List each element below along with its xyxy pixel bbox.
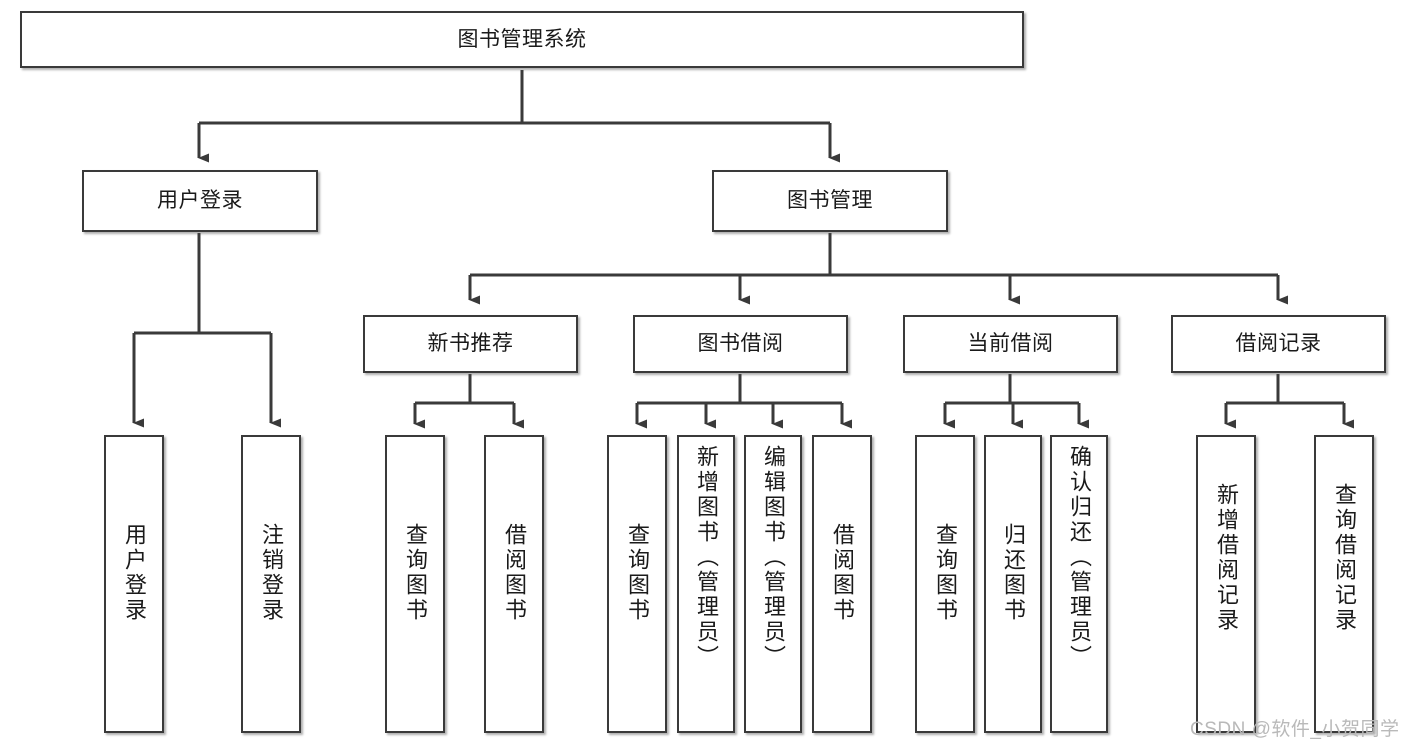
node-current-borrow[interactable]: 当前借阅 (903, 315, 1118, 373)
node-label: 当前借阅 (967, 332, 1054, 356)
node-new-book-recommend[interactable]: 新书推荐 (363, 315, 578, 373)
node-leaf-confirm-return[interactable]: 确认归还（管理员） (1050, 435, 1108, 733)
node-leaf-query-book-2[interactable]: 查询图书 (607, 435, 667, 733)
node-label: 新增借阅记录 (1214, 483, 1239, 633)
node-label: 编辑图书（管理员） (761, 445, 786, 670)
node-leaf-user-login[interactable]: 用户登录 (104, 435, 164, 733)
node-label: 用户登录 (122, 523, 147, 623)
node-label: 图书借阅 (697, 332, 784, 356)
node-leaf-logout-login[interactable]: 注销登录 (241, 435, 301, 733)
node-label: 查询图书 (933, 523, 958, 623)
node-leaf-add-record[interactable]: 新增借阅记录 (1196, 435, 1256, 733)
node-leaf-query-book-3[interactable]: 查询图书 (915, 435, 975, 733)
node-label: 注销登录 (259, 523, 284, 623)
node-label: 借阅记录 (1235, 332, 1322, 356)
node-label: 查询借阅记录 (1332, 483, 1357, 633)
node-book-management-system[interactable]: 图书管理系统 (20, 11, 1024, 68)
node-leaf-return-book[interactable]: 归还图书 (984, 435, 1042, 733)
node-label: 用户登录 (157, 189, 243, 213)
node-user-login[interactable]: 用户登录 (82, 170, 318, 232)
node-borrow-record[interactable]: 借阅记录 (1171, 315, 1386, 373)
csdn-watermark: CSDN @软件_小贺同学 (1190, 719, 1400, 740)
node-label: 查询图书 (403, 523, 428, 623)
node-label: 查询图书 (625, 523, 650, 623)
node-label: 图书管理系统 (457, 27, 587, 51)
node-leaf-query-record[interactable]: 查询借阅记录 (1314, 435, 1374, 733)
node-label: 借阅图书 (830, 523, 855, 623)
node-book-borrow[interactable]: 图书借阅 (633, 315, 848, 373)
node-label: 借阅图书 (502, 523, 527, 623)
node-leaf-borrow-book-2[interactable]: 借阅图书 (812, 435, 872, 733)
node-leaf-borrow-book-1[interactable]: 借阅图书 (484, 435, 544, 733)
node-leaf-query-book-1[interactable]: 查询图书 (385, 435, 445, 733)
node-leaf-add-book[interactable]: 新增图书（管理员） (677, 435, 735, 733)
node-label: 归还图书 (1001, 523, 1026, 623)
node-label: 图书管理 (787, 189, 873, 213)
node-label: 确认归还（管理员） (1067, 445, 1092, 670)
node-book-management[interactable]: 图书管理 (712, 170, 948, 232)
node-label: 新增图书（管理员） (694, 445, 719, 670)
node-leaf-edit-book[interactable]: 编辑图书（管理员） (744, 435, 802, 733)
node-label: 新书推荐 (427, 332, 514, 356)
